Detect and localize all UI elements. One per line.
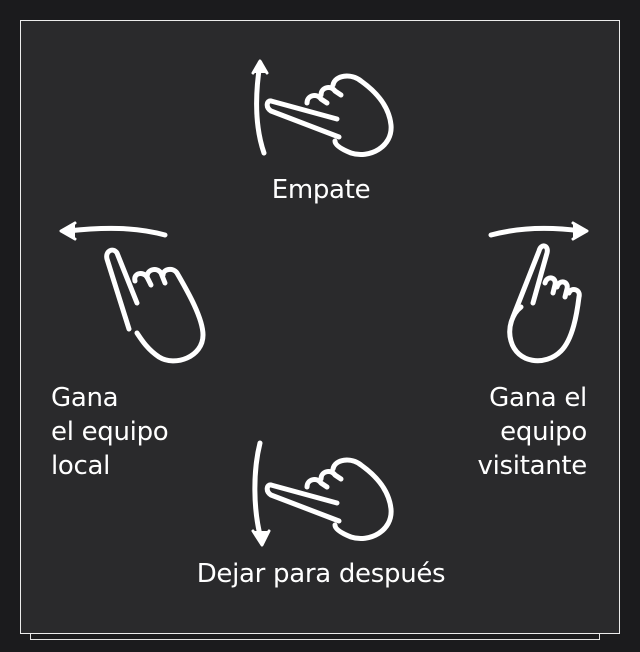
swipe-down-hand-icon: [251, 440, 394, 547]
arrow-up-icon: [254, 60, 267, 156]
gesture-label-right: Gana el equipo visitante: [411, 381, 588, 483]
gesture-label-right-line-3: visitante: [477, 451, 588, 481]
swipe-right-hand-icon: [488, 221, 589, 364]
swipe-left-hand-icon: [59, 221, 206, 364]
gesture-swipe-left: [55, 217, 215, 367]
gesture-label-left-line-2: el equipo: [51, 417, 169, 447]
gesture-label-left-line-1: Gana: [51, 383, 119, 413]
gesture-label-left-line-3: local: [51, 451, 111, 481]
gesture-label-right-line-1: Gana el: [489, 383, 587, 413]
gesture-label-down: Dejar para después: [196, 559, 446, 589]
gesture-swipe-up: [241, 55, 401, 165]
arrow-right-icon: [488, 225, 584, 238]
arrow-left-icon: [64, 225, 168, 238]
gesture-label-left: Gana el equipo local: [51, 381, 231, 483]
gesture-swipe-down: [241, 439, 401, 551]
swipe-up-hand-icon: [251, 59, 394, 157]
swipe-tutorial-card[interactable]: Empate Gana el equipo local Gana el equi…: [20, 20, 620, 634]
gesture-label-right-line-2: equipo: [500, 417, 587, 447]
arrow-down-icon: [252, 440, 264, 542]
card-stack-edge: [30, 633, 600, 640]
gesture-label-up: Empate: [271, 175, 371, 205]
gesture-swipe-right: [461, 217, 601, 367]
